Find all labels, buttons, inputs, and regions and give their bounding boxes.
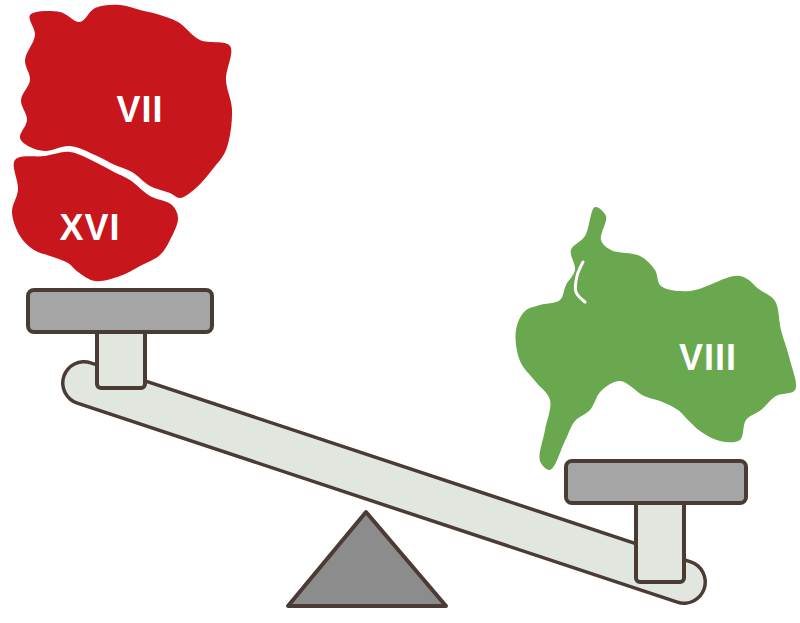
right-post [636, 500, 684, 582]
region-outline [512, 203, 799, 473]
region-label: VII [116, 92, 163, 128]
map-region: XVI [8, 150, 184, 284]
region-label: XVI [59, 210, 120, 246]
left-post [97, 326, 145, 388]
pivot-triangle [288, 512, 446, 606]
left-pan [28, 290, 212, 332]
river-line [575, 262, 585, 302]
region-shape [516, 207, 797, 470]
right-pan [566, 461, 746, 503]
map-region: VIII [512, 203, 799, 473]
region-label: VIII [679, 340, 737, 376]
region-shape [12, 152, 178, 281]
